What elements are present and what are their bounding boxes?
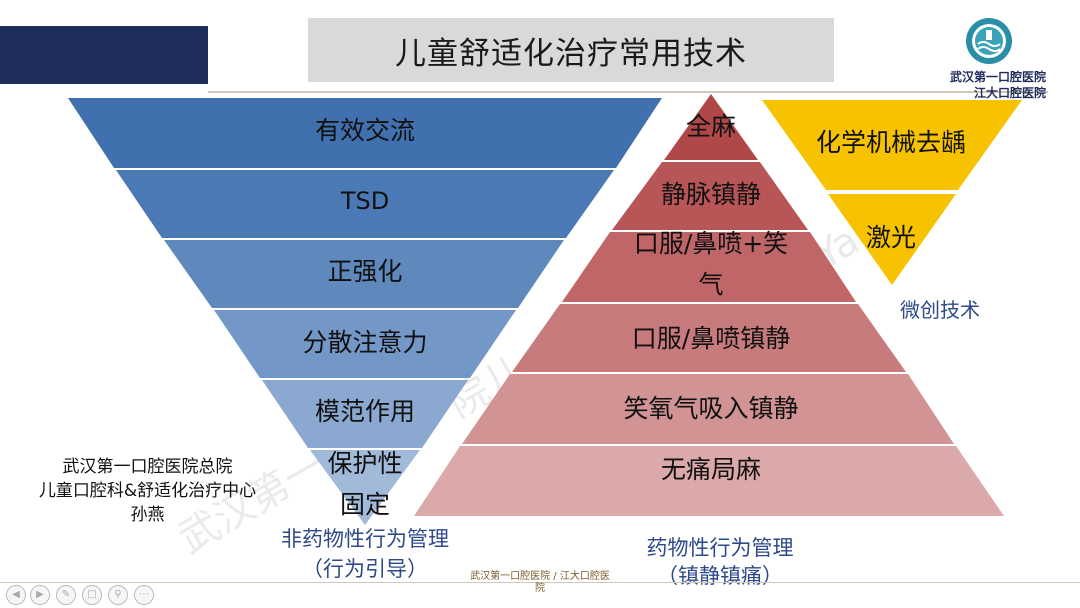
drug-level-2-label: 静脉镇静 [660,180,761,209]
drug-level-6-label: 无痛局麻 [660,455,761,484]
footer-text: 武汉第一口腔医院 / 江大口腔医 院 [460,571,620,595]
non-drug-level-5-label: 模范作用 [314,397,415,426]
non-drug-caption-line2: （行为引导） [302,557,428,581]
minimal-invasive-level-1 [762,100,1022,190]
drug-level-1-label: 全麻 [685,112,736,141]
header-accent-bar [0,26,208,84]
minimal-invasive-level-2-label: 激光 [865,223,916,252]
drug-level-4 [512,304,906,372]
prev-icon[interactable]: ◀ [6,585,26,605]
author-name: 孙燕 [130,505,165,525]
non-drug-level-2-label: TSD [340,187,390,215]
header-divider [208,91,1048,93]
logo-text-line2: 江大口腔医院 [973,86,1046,100]
more-icon[interactable]: ⋯ [134,585,154,605]
drug-caption-line2: （镇静镇痛） [657,564,783,588]
non-drug-level-6 [310,450,420,525]
minimal-invasive-level-1-label: 化学机械去龋 [815,128,966,157]
drug-level-3-label-line1: 口服/鼻喷+笑 [633,229,789,258]
page-title: 儿童舒适化治疗常用技术 [395,35,747,72]
non-drug-level-6-label: 保护性 [327,449,403,478]
drug-caption-line1: 药物性行为管理 [646,536,794,560]
non-drug-level-1 [68,98,662,168]
minimal-invasive-level-2 [828,194,956,285]
footer-divider [0,582,1080,583]
drug-level-3 [562,232,856,302]
drug-level-1 [664,94,758,160]
logo-text-line1: 武汉第一口腔医院 [949,70,1046,84]
hospital-logo-icon [966,18,1012,64]
non-drug-level-5 [262,380,468,448]
next-icon[interactable]: ▶ [30,585,50,605]
author-affiliation-line1: 武汉第一口腔医院总院 [62,457,233,477]
title-box: 儿童舒适化治疗常用技术 [308,18,834,82]
non-drug-caption-line1: 非药物性行为管理 [281,527,449,551]
minimal-invasive-caption: 微创技术 [900,298,980,322]
drug-level-6 [414,446,1004,516]
non-drug-level-1-label: 有效交流 [314,116,415,145]
drug-level-4-label: 口服/鼻喷镇静 [631,324,791,353]
non-drug-level-4-label: 分散注意力 [302,328,428,357]
drug-level-5 [462,374,954,444]
drug-level-3-label-line2: 气 [698,270,724,299]
non-drug-level-3 [164,240,564,308]
footer-line1: 武汉第一口腔医院 / 江大口腔医 [470,571,610,582]
non-drug-level-4 [214,310,516,378]
footer-line2: 院 [535,583,545,594]
zoom-icon[interactable]: ⚲ [108,585,128,605]
non-drug-level-3-label: 正强化 [327,257,403,286]
non-drug-level-2 [116,170,614,238]
pen-icon[interactable]: ✎ [56,585,76,605]
copy-icon[interactable]: □ [82,585,102,605]
non-drug-level-6-label-cont: 固定 [339,490,390,519]
author-affiliation-line2: 儿童口腔科&舒适化治疗中心 [38,481,257,501]
drug-level-2 [612,162,808,230]
drug-level-5-label: 笑氧气吸入镇静 [623,394,799,423]
